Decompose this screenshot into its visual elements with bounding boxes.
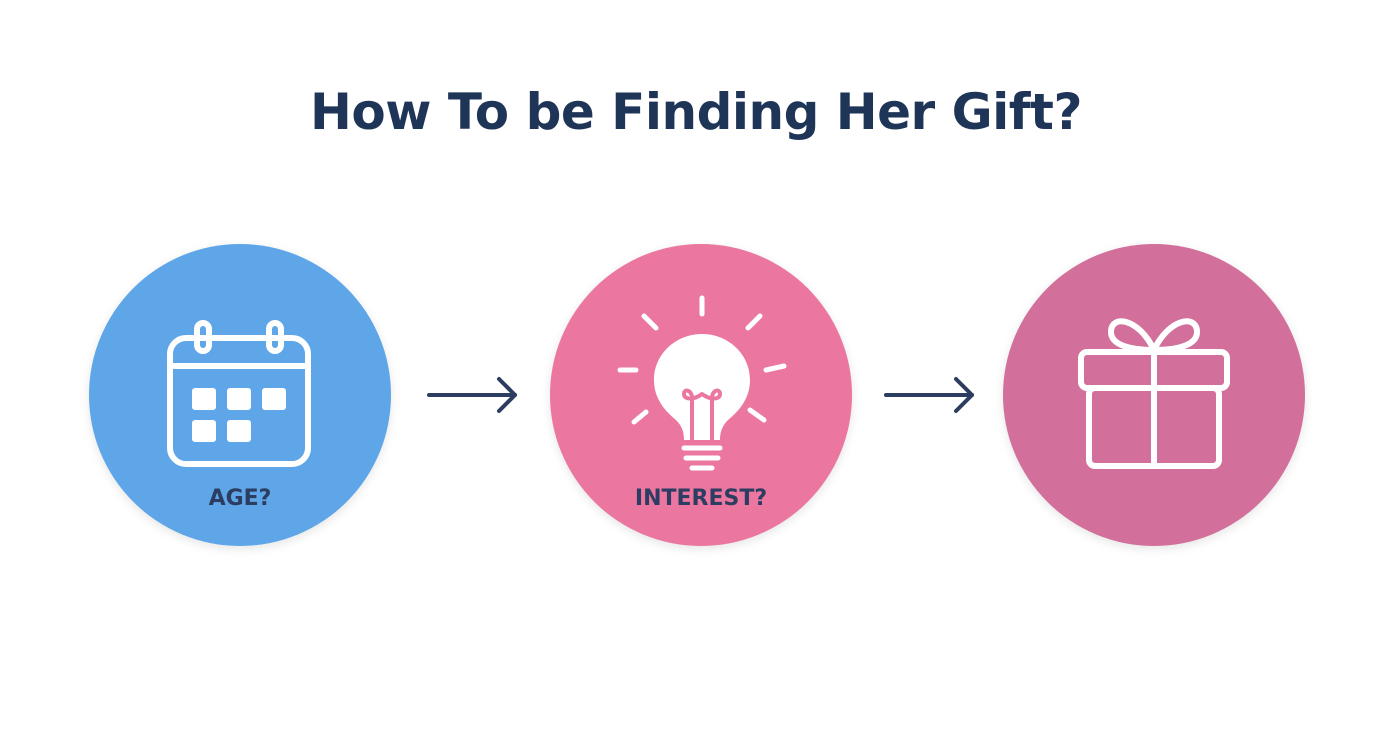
lightbulb-icon [617,295,787,471]
gift-icon [1078,318,1230,469]
step-age-circle: AGE? [89,244,391,546]
arrow-right-icon [427,377,517,413]
diagram-title: How To be Finding Her Gift? [310,83,1082,141]
step-interest-label: INTEREST? [634,486,768,511]
arrow-right-icon [884,377,974,413]
step-interest-circle: INTEREST? [550,244,852,546]
calendar-icon [167,320,311,467]
step-age-label: AGE? [208,486,272,511]
step-gift-circle [1003,244,1305,546]
